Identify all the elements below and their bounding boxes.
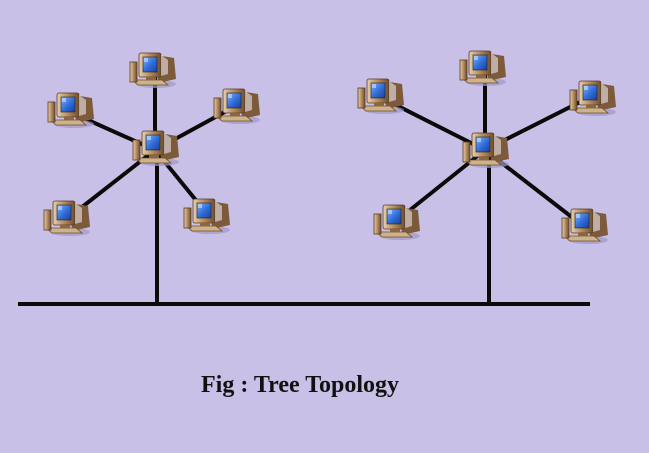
figure-caption: Fig : Tree Topology: [200, 372, 400, 398]
computer-icon: [47, 92, 95, 129]
computer-icon: [213, 88, 261, 125]
computer-icon: [183, 198, 231, 235]
computer-icon: [357, 78, 405, 115]
computer-icon: [459, 50, 507, 87]
computer-icon: [43, 200, 91, 237]
right-hub-computer-icon: [462, 132, 510, 169]
computer-icon: [569, 80, 617, 117]
left-hub-computer-icon: [132, 130, 180, 167]
computer-icon: [129, 52, 177, 89]
computer-icon: [373, 204, 421, 241]
right-tree-links: [378, 68, 592, 306]
